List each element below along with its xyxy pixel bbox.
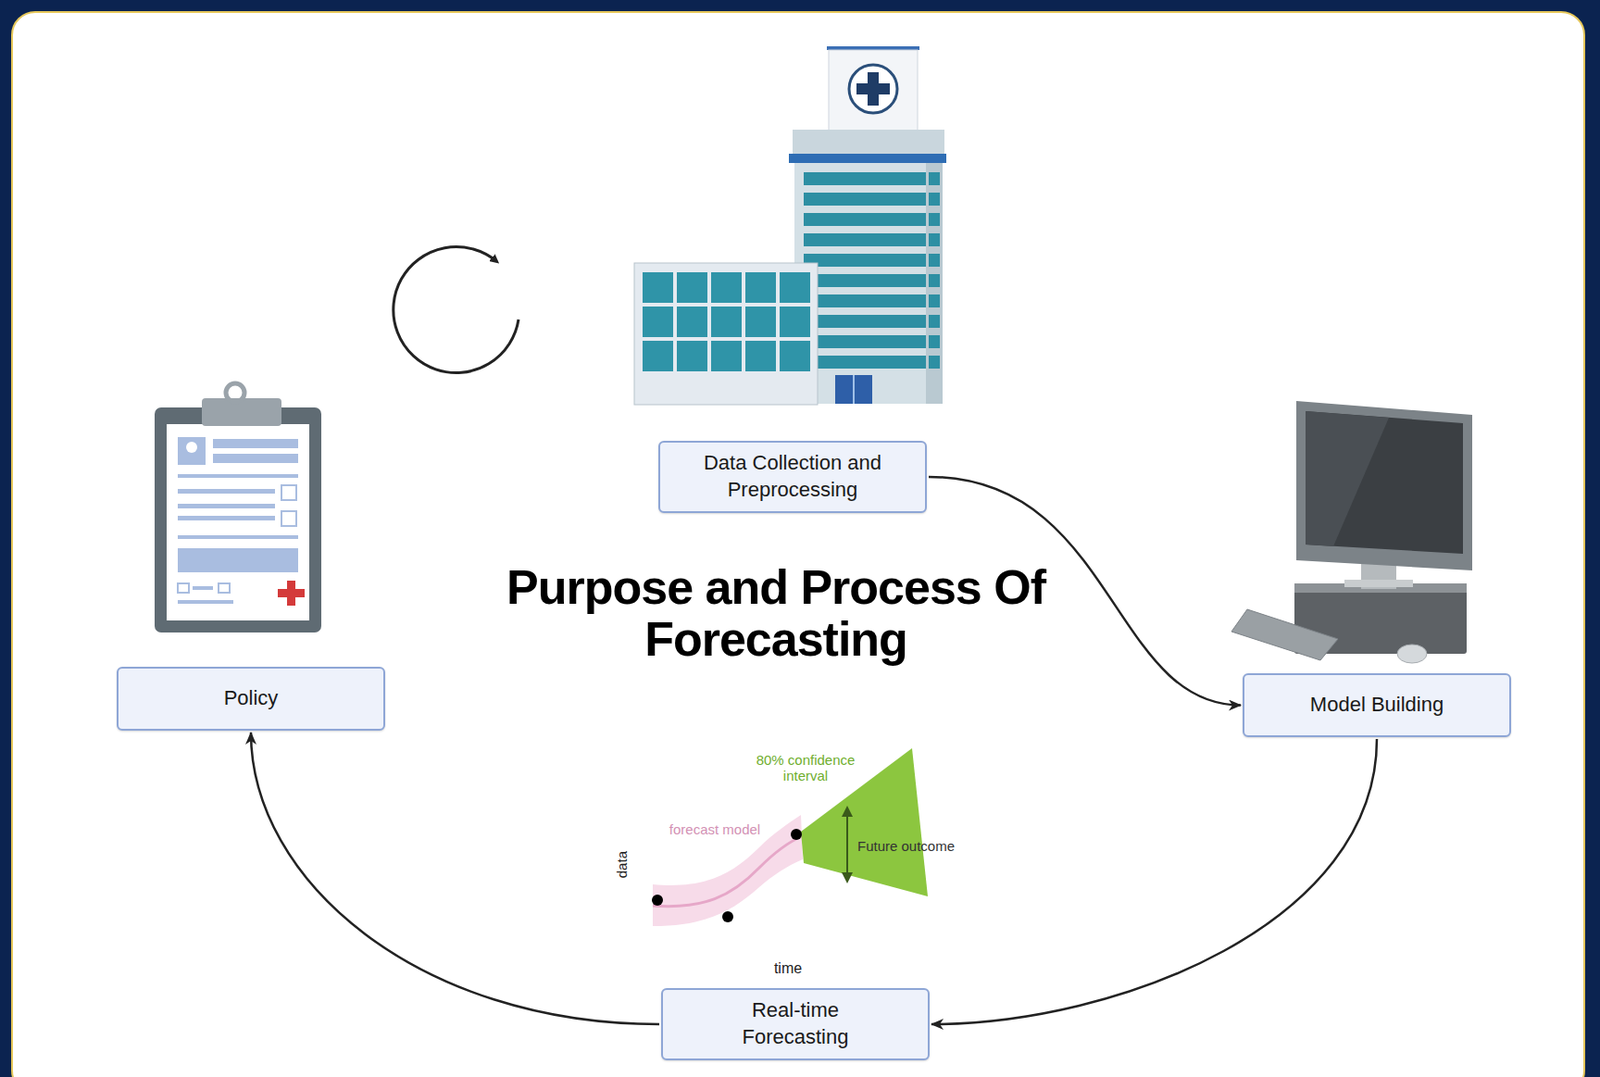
box-label: Data Collection and Preprocessing [673, 450, 913, 503]
box-label: Policy [224, 685, 279, 713]
process-box: Real-time Forecasting [661, 987, 930, 1061]
box-label: Model Building [1310, 691, 1444, 719]
chart-label: forecast model [669, 821, 761, 838]
process-box: Model Building [1242, 673, 1512, 738]
box-label: Real-time Forecasting [725, 997, 865, 1050]
process-box: Policy [116, 666, 386, 731]
chart-label: data [613, 850, 630, 878]
cycle-symbol [393, 247, 519, 374]
forecast-chart [651, 748, 928, 926]
chart-label: 80% confidence interval [748, 751, 864, 785]
chart-label: time [774, 960, 802, 977]
chart-label: Future outcome [857, 837, 955, 854]
process-box: Data Collection and Preprocessing [658, 440, 927, 513]
flow-arrow [931, 738, 1377, 1025]
flow-arrow [250, 732, 660, 1025]
computer-icon [1231, 400, 1473, 663]
diagram-title: Purpose and Process Of Forecasting [498, 561, 1054, 665]
hospital-icon [634, 46, 947, 405]
clipboard-icon [154, 383, 322, 633]
